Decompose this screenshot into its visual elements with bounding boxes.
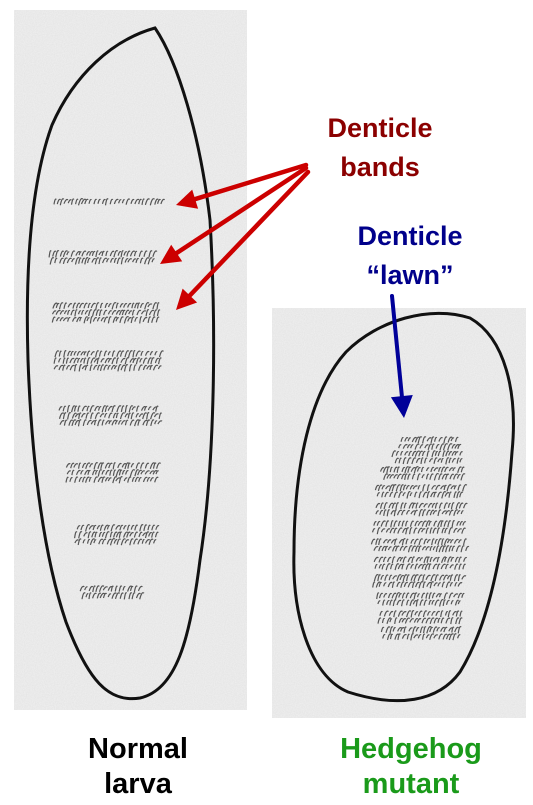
normal-larva-panel: [14, 10, 247, 710]
denticle-lawn-label-line2: “lawn”: [366, 260, 453, 290]
normal-larva-label-line1: Normal: [88, 733, 188, 765]
denticle-bands-label-line1: Denticle: [327, 113, 432, 143]
hedgehog-mutant-label-line1: Hedgehog: [340, 733, 482, 765]
hedgehog-mutant-label-line2: mutant: [363, 768, 460, 800]
denticle-lawn-label-line1: Denticle: [357, 221, 462, 251]
denticle-bands-label-line2: bands: [340, 152, 420, 182]
normal-larva-label-line2: larva: [104, 768, 173, 800]
